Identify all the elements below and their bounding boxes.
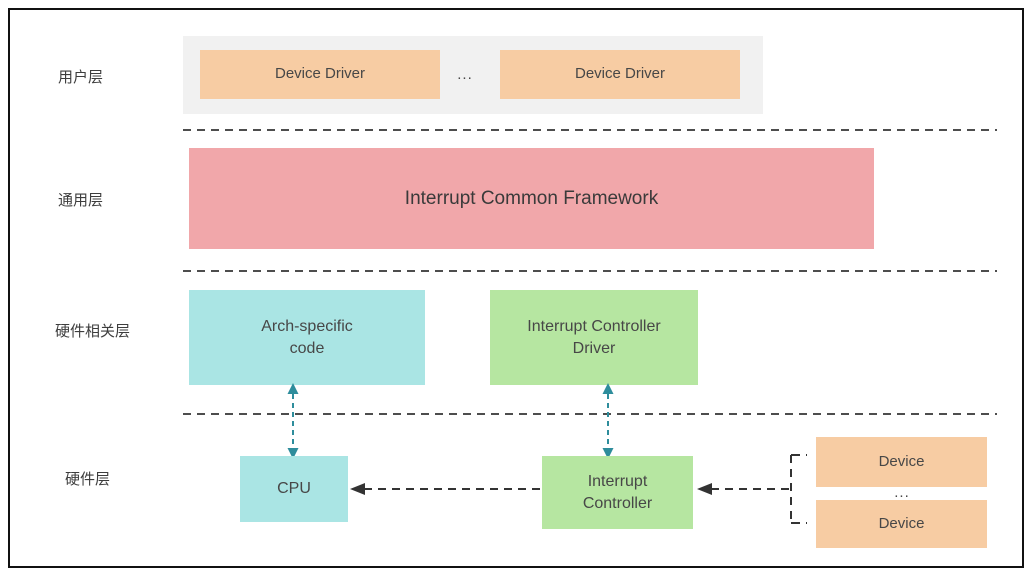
layer-separator-3 [183, 413, 997, 415]
dashed-arrow-icon-devices-to-controller [695, 450, 810, 530]
interrupt-common-framework-box: Interrupt Common Framework [189, 148, 874, 249]
device-driver-box-left: Device Driver [200, 50, 440, 99]
layer-label-hw-related: 硬件相关层 [55, 323, 131, 340]
interrupt-controller-driver-box: Interrupt Controller Driver [490, 290, 698, 385]
device-driver-ellipsis: ... [457, 66, 473, 83]
device-ellipsis: ... [894, 484, 910, 501]
device-driver-box-right: Device Driver [500, 50, 740, 99]
layer-label-user: 用户层 [58, 69, 104, 86]
layer-label-common: 通用层 [58, 192, 104, 209]
cpu-box: CPU [240, 456, 348, 522]
device-box-top: Device [816, 437, 987, 487]
layer-label-hw: 硬件层 [65, 471, 111, 488]
interrupt-controller-box: Interrupt Controller [542, 456, 693, 529]
double-arrow-icon-left [285, 383, 301, 459]
layer-separator-1 [183, 129, 997, 131]
device-box-bottom: Device [816, 500, 987, 548]
dashed-arrow-icon-controller-to-cpu [350, 481, 542, 497]
layer-separator-2 [183, 270, 997, 272]
double-arrow-icon-right [600, 383, 616, 459]
arch-specific-code-box: Arch-specific code [189, 290, 425, 385]
